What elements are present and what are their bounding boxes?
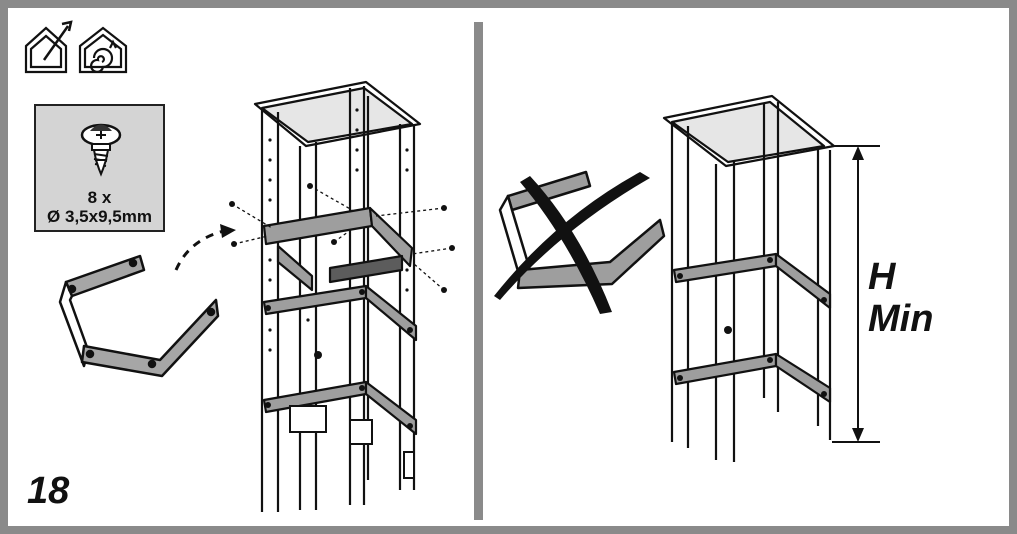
step-number: 18 [27,470,70,512]
panel-divider [474,22,483,520]
screw-box: 8 x Ø 3,5x9,5mm [34,104,165,232]
screw-quantity: 8 x [87,188,112,207]
height-label-h: H [868,256,896,298]
screw-icon [80,123,122,177]
screw-size: Ø 3,5x9,5mm [47,207,152,226]
height-label-min: Min [868,298,934,340]
